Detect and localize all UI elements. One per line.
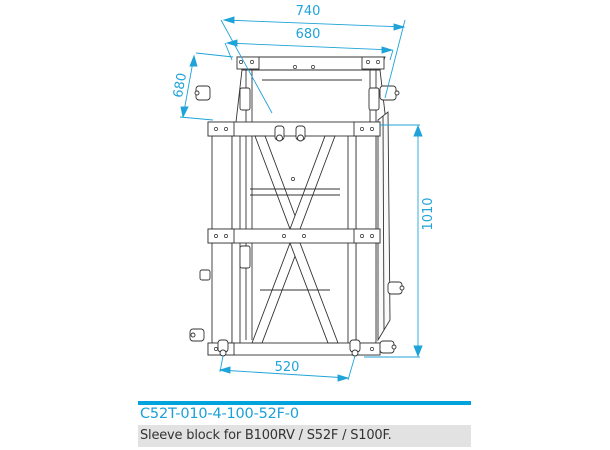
product-caption: C52T-010-4-100-52F-0 Sleeve block for B1… [138,401,471,447]
dimension-lines [179,16,423,382]
dimension-height: 1010 [421,197,436,230]
accent-bar [138,401,471,405]
product-description: Sleeve block for B100RV / S52F / S100F. [138,425,471,447]
truss-structure [189,56,405,357]
dimension-width-outer: 740 [296,4,321,19]
product-code: C52T-010-4-100-52F-0 [140,406,299,422]
dimension-width-inner: 680 [296,27,321,42]
technical-drawing: 740 680 680 1010 520 [171,4,436,382]
dimension-bottom-spacing: 520 [275,360,300,375]
dimension-depth: 680 [171,72,190,99]
